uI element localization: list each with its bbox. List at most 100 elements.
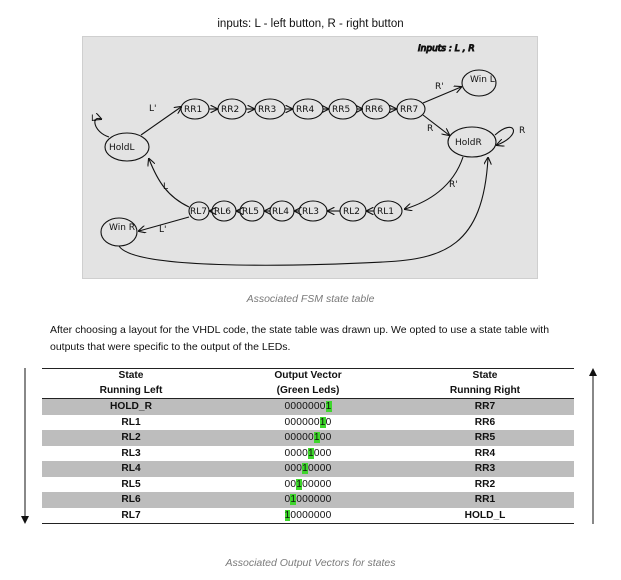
edge-rr7-hold-r [422, 114, 449, 135]
cell-output-vector: 10000000 [220, 507, 396, 524]
header-green-leds: (Green Leds) [220, 383, 396, 399]
led-bit: 0 [313, 509, 320, 521]
state-rr7-label: RR7 [400, 105, 418, 115]
led-bit: 0 [319, 401, 326, 412]
header-output-vector: Output Vector [220, 368, 396, 384]
edge-hold-r-rl1 [405, 156, 464, 209]
figure-caption-vectors: Associated Output Vectors for states [225, 557, 396, 569]
edge-hold-l-rr1 [140, 107, 181, 136]
cell-state-left: RL7 [42, 507, 220, 524]
header-state-right: State [396, 368, 574, 384]
cell-state-left: RL6 [42, 492, 220, 508]
self-loop-hold-l [95, 118, 110, 138]
led-bit: 0 [284, 432, 291, 443]
edge-label-r-prime-top: R' [435, 82, 444, 92]
led-bit: 0 [296, 416, 303, 428]
state-rr6-label: RR6 [365, 105, 384, 115]
cell-state-left: HOLD_R [42, 398, 220, 415]
led-bit: 0 [296, 432, 303, 443]
led-bit: 0 [284, 494, 291, 505]
state-rr1-label: RR1 [184, 105, 202, 115]
led-bit: 0 [296, 494, 303, 505]
led-bit: 0 [325, 478, 332, 490]
edge-label-l-prime-bottom: L' [159, 225, 167, 235]
led-bit: 0 [308, 478, 314, 490]
led-bit-on: 1 [284, 509, 291, 521]
led-bit: 0 [302, 509, 308, 521]
led-bit: 0 [308, 432, 314, 443]
led-bit: 0 [296, 463, 303, 474]
inputs-note: Inputs : L , R [418, 44, 475, 54]
fsm-diagram: Inputs : L , R HoldL L L' RR1 RR2 RR3 RR… [91, 43, 525, 266]
led-bit: 0 [290, 447, 297, 459]
led-bit: 0 [302, 401, 308, 412]
led-bit: 0 [319, 432, 326, 443]
top-caption: inputs: L - left button, R - right butto… [217, 18, 404, 30]
header-running-left: Running Left [42, 383, 220, 399]
cell-state-left: RL2 [42, 430, 220, 446]
led-bit: 0 [296, 401, 303, 412]
cell-state-right: RR3 [396, 461, 574, 477]
led-bit: 0 [296, 447, 303, 459]
state-hold-l-label: HoldL [109, 143, 135, 153]
led-bit-on: 1 [302, 463, 308, 474]
state-rl3-label: RL3 [302, 207, 319, 217]
led-bit: 0 [284, 447, 291, 459]
led-bit: 0 [296, 509, 303, 521]
led-bit: 0 [302, 478, 308, 490]
state-rl7-label: RL7 [190, 207, 207, 217]
edge-rr7-win-l [422, 87, 461, 104]
arrow-down-icon [21, 368, 29, 524]
led-bit: 0 [325, 494, 332, 505]
cell-state-right: RR5 [396, 430, 574, 446]
body-paragraph: After choosing a layout for the VHDL cod… [50, 324, 550, 353]
state-hold-r-label: HoldR [455, 138, 482, 148]
led-bit: 0 [313, 401, 320, 412]
table-subheader-row: Running Left (Green Leds) Running Right [42, 383, 574, 399]
led-bit-on: 1 [325, 401, 332, 412]
self-loop-hold-r [494, 126, 514, 145]
led-bit: 0 [290, 509, 297, 521]
led-bit: 0 [290, 432, 297, 443]
state-rr5-label: RR5 [332, 105, 350, 115]
led-bit: 0 [284, 416, 291, 428]
state-win-l [461, 69, 497, 97]
led-bit: 0 [313, 494, 320, 505]
led-bit: 0 [290, 416, 297, 428]
cell-state-right: HOLD_L [396, 507, 574, 524]
state-rl6-label: RL6 [214, 207, 231, 217]
edge-label-l-bottom: L [163, 182, 168, 192]
led-bit: 0 [319, 447, 326, 459]
self-loop-hold-l-label: L [91, 114, 96, 124]
led-bit: 0 [284, 478, 291, 490]
led-bit-on: 1 [296, 478, 303, 490]
cell-state-left: RL4 [42, 461, 220, 477]
led-bit: 0 [325, 432, 332, 443]
edge-win-r-hold-r [118, 158, 488, 266]
led-bit: 0 [313, 478, 320, 490]
led-bit: 0 [313, 447, 320, 459]
led-bit: 0 [302, 432, 308, 443]
state-rl5-label: RL5 [242, 207, 259, 217]
led-bit-on: 1 [308, 447, 314, 459]
cell-state-right: RR2 [474, 478, 496, 490]
led-bit: 0 [313, 416, 320, 428]
led-bit: 0 [290, 478, 297, 490]
led-bit: 0 [325, 463, 332, 474]
led-bit: 0 [319, 463, 326, 474]
led-bit: 0 [302, 494, 308, 505]
edge-label-r-top: R [427, 124, 433, 134]
cell-state-left: RL5 [121, 478, 141, 490]
led-bit: 0 [325, 447, 332, 459]
cell-state-right: RR1 [396, 492, 574, 508]
cell-output-vector: 00000001 [220, 398, 396, 415]
edge-rl7-win-r [139, 216, 190, 231]
figure-caption-fsm: Associated FSM state table [246, 293, 375, 305]
cell-state-right: RR7 [396, 398, 574, 415]
led-bit: 0 [290, 463, 297, 474]
cell-output-vector: 00000010 [220, 415, 396, 431]
state-win-r-label: Win R [109, 223, 135, 233]
